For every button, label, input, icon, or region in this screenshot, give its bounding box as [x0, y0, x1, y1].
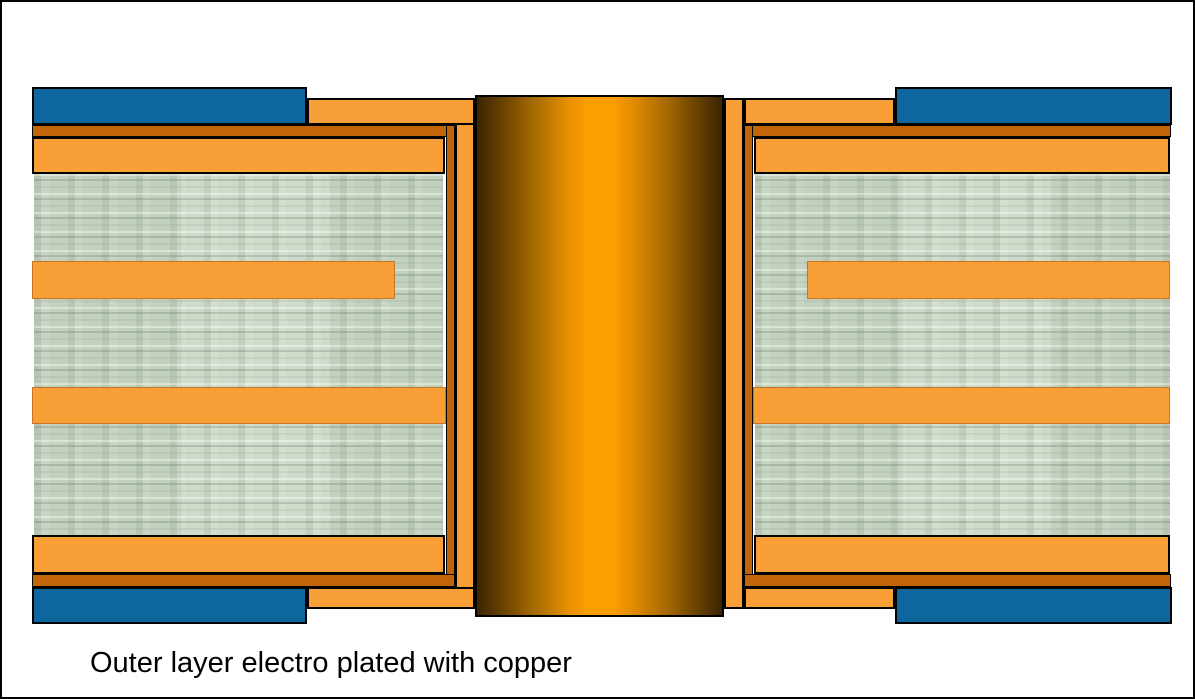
substrate-core-left	[34, 174, 443, 535]
electroless-copper-bottom-right	[744, 574, 1171, 587]
outer-copper-foil-bottom-left	[32, 535, 445, 574]
outer-copper-foil-bottom-right	[754, 535, 1170, 574]
outer-copper-foil-top-right	[754, 137, 1170, 174]
inner-trace-connected-right	[753, 387, 1170, 424]
electroless-copper-wall-right	[744, 125, 753, 587]
electroplated-copper-bottom-left	[307, 587, 475, 609]
plating-resist-top-right	[895, 87, 1172, 125]
electroless-copper-top-left	[32, 125, 455, 137]
electroplated-copper-bottom-right	[744, 587, 895, 609]
plating-resist-top-left	[32, 87, 307, 125]
inner-trace-isolated-left	[32, 261, 395, 299]
outer-copper-foil-top-left	[32, 137, 445, 174]
electroplated-copper-top-right	[744, 98, 895, 125]
plating-resist-bottom-left	[32, 587, 307, 624]
plating-resist-bottom-right	[895, 587, 1172, 624]
electroplated-copper-top-left	[307, 98, 475, 125]
inner-trace-isolated-right	[807, 261, 1170, 299]
plated-through-hole-barrel	[475, 95, 724, 617]
electroless-copper-bottom-left	[32, 574, 455, 587]
electroplated-copper-wall-left	[455, 98, 475, 609]
electroplated-copper-wall-right	[724, 98, 744, 609]
caption: Outer layer electro plated with copper	[90, 647, 572, 679]
electroless-copper-wall-left	[446, 125, 455, 587]
inner-trace-connected-left	[32, 387, 446, 424]
electroless-copper-top-right	[744, 125, 1171, 137]
substrate-core-right	[755, 174, 1170, 535]
